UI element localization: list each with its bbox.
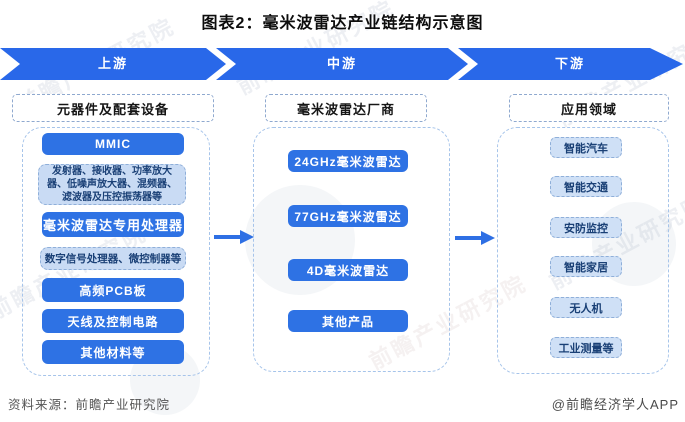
stage-label-downstream: 下游 [554,56,585,71]
app-item-security-monitoring: 安防监控 [550,217,622,238]
flow-arrow-icon [214,230,254,244]
chain-item-hf-pcb: 高频PCB板 [42,278,184,302]
downstream-group [497,127,669,374]
app-item-smart-traffic: 智能交通 [550,176,622,197]
chain-item-other-materials: 其他材料等 [42,340,184,364]
stage-banner [0,48,683,80]
chain-item-77ghz-radar: 77GHz毫米波雷达 [288,205,408,227]
brand-note: @前瞻经济学人APP [551,397,679,412]
chain-item-antenna-control: 天线及控制电路 [42,309,184,333]
banner-segment-midstream [216,48,468,80]
app-item-industrial-measurement: 工业测量等 [550,337,622,358]
midstream-group [253,127,450,372]
flow-arrow-icon [455,231,495,245]
chain-item-4d-radar: 4D毫米波雷达 [288,259,408,281]
app-item-smart-car: 智能汽车 [550,137,622,158]
chain-item-dsp-mcu: 数字信号处理器、微控制器等 [40,247,186,270]
column-header-components: 元器件及配套设备 [12,94,214,122]
source-note: 资料来源：前瞻产业研究院 [8,398,171,412]
stage-label-midstream: 中游 [326,56,357,71]
banner-segment-downstream [458,48,683,80]
chain-item-rf-components: 发射器、接收器、功率放大器、低噪声放大器、混频器、滤波器及压控振荡器等 [38,164,186,205]
stage-label-upstream: 上游 [97,56,128,71]
chain-item-radar-processor: 毫米波雷达专用处理器 [42,212,184,237]
upstream-group [22,127,210,376]
app-item-drone: 无人机 [550,297,622,318]
app-item-smart-home: 智能家居 [550,256,622,277]
chain-item-mmic: MMIC [42,133,184,155]
column-header-applications: 应用领域 [509,94,669,122]
chain-item-other-products: 其他产品 [288,310,408,332]
column-header-manufacturers: 毫米波雷达厂商 [265,94,427,122]
banner-segment-upstream [0,48,226,80]
chain-item-24ghz-radar: 24GHz毫米波雷达 [288,150,408,172]
chart-title: 图表2：毫米波雷达产业链结构示意图 [201,15,484,32]
